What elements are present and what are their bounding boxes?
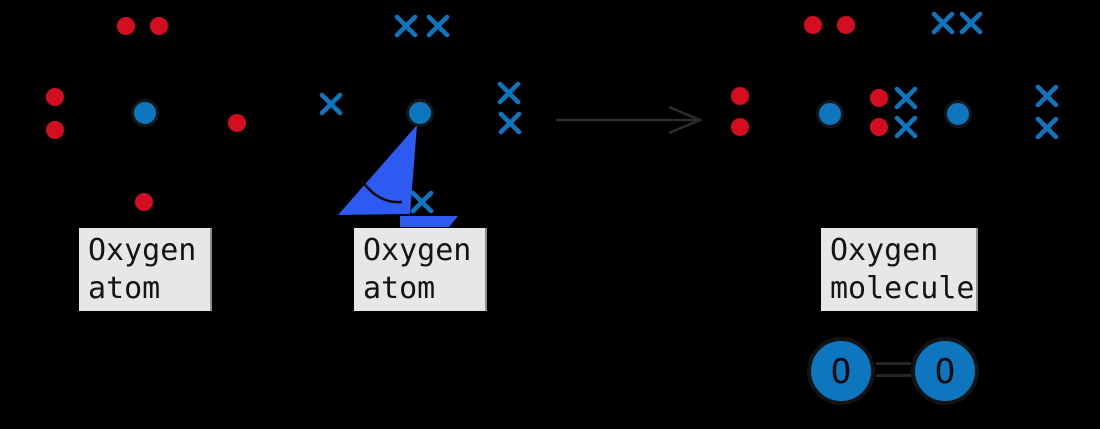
- electron-dot: [804, 16, 822, 34]
- electron-cross: [959, 11, 983, 35]
- electron-dot: [731, 118, 749, 136]
- electron-cross: [931, 11, 955, 35]
- nucleus: [131, 99, 159, 127]
- label-oxygen-atom-2-line1: Oxygen: [363, 233, 472, 268]
- electron-dot: [150, 17, 168, 35]
- electron-cross: [1035, 84, 1059, 108]
- electron-dot: [135, 193, 153, 211]
- structure-atom-circle: [807, 337, 875, 405]
- annotation-arc: [360, 180, 403, 204]
- annotation-sail: [338, 125, 417, 215]
- electron-cross: [426, 14, 450, 38]
- label-oxygen-atom-1-line1: Oxygen: [88, 233, 197, 268]
- electron-cross: [394, 14, 418, 38]
- electron-dot: [117, 17, 135, 35]
- nucleus: [406, 99, 434, 127]
- label-oxygen-atom-2: Oxygen atom: [354, 228, 487, 311]
- electron-cross: [498, 111, 522, 135]
- electron-cross: [894, 115, 918, 139]
- electron-cross: [1035, 116, 1059, 140]
- nucleus: [944, 100, 972, 128]
- label-oxygen-molecule-line1: Oxygen: [830, 233, 939, 268]
- label-oxygen-atom-1: Oxygen atom: [79, 228, 212, 311]
- structure-atom-circle: [911, 337, 979, 405]
- electron-dot: [228, 114, 246, 132]
- electron-cross: [497, 81, 521, 105]
- electron-dot: [870, 118, 888, 136]
- structure-atom-symbol: O: [935, 352, 955, 392]
- electron-dot: [837, 16, 855, 34]
- nucleus: [816, 100, 844, 128]
- structure-atom-symbol: O: [831, 352, 851, 392]
- electron-dot: [46, 88, 64, 106]
- label-oxygen-molecule: Oxygen molecule: [821, 228, 978, 311]
- electron-dot: [46, 121, 64, 139]
- label-oxygen-molecule-line2: molecule: [830, 271, 975, 306]
- label-oxygen-atom-1-line2: atom: [88, 271, 161, 306]
- electron-cross: [319, 92, 343, 116]
- electron-cross: [894, 86, 918, 110]
- label-oxygen-atom-2-line2: atom: [363, 271, 436, 306]
- electron-cross: [410, 190, 434, 214]
- annotation-hull: [400, 216, 458, 227]
- electron-dot: [870, 89, 888, 107]
- reaction-arrow-head: [668, 105, 704, 135]
- electron-dot: [731, 87, 749, 105]
